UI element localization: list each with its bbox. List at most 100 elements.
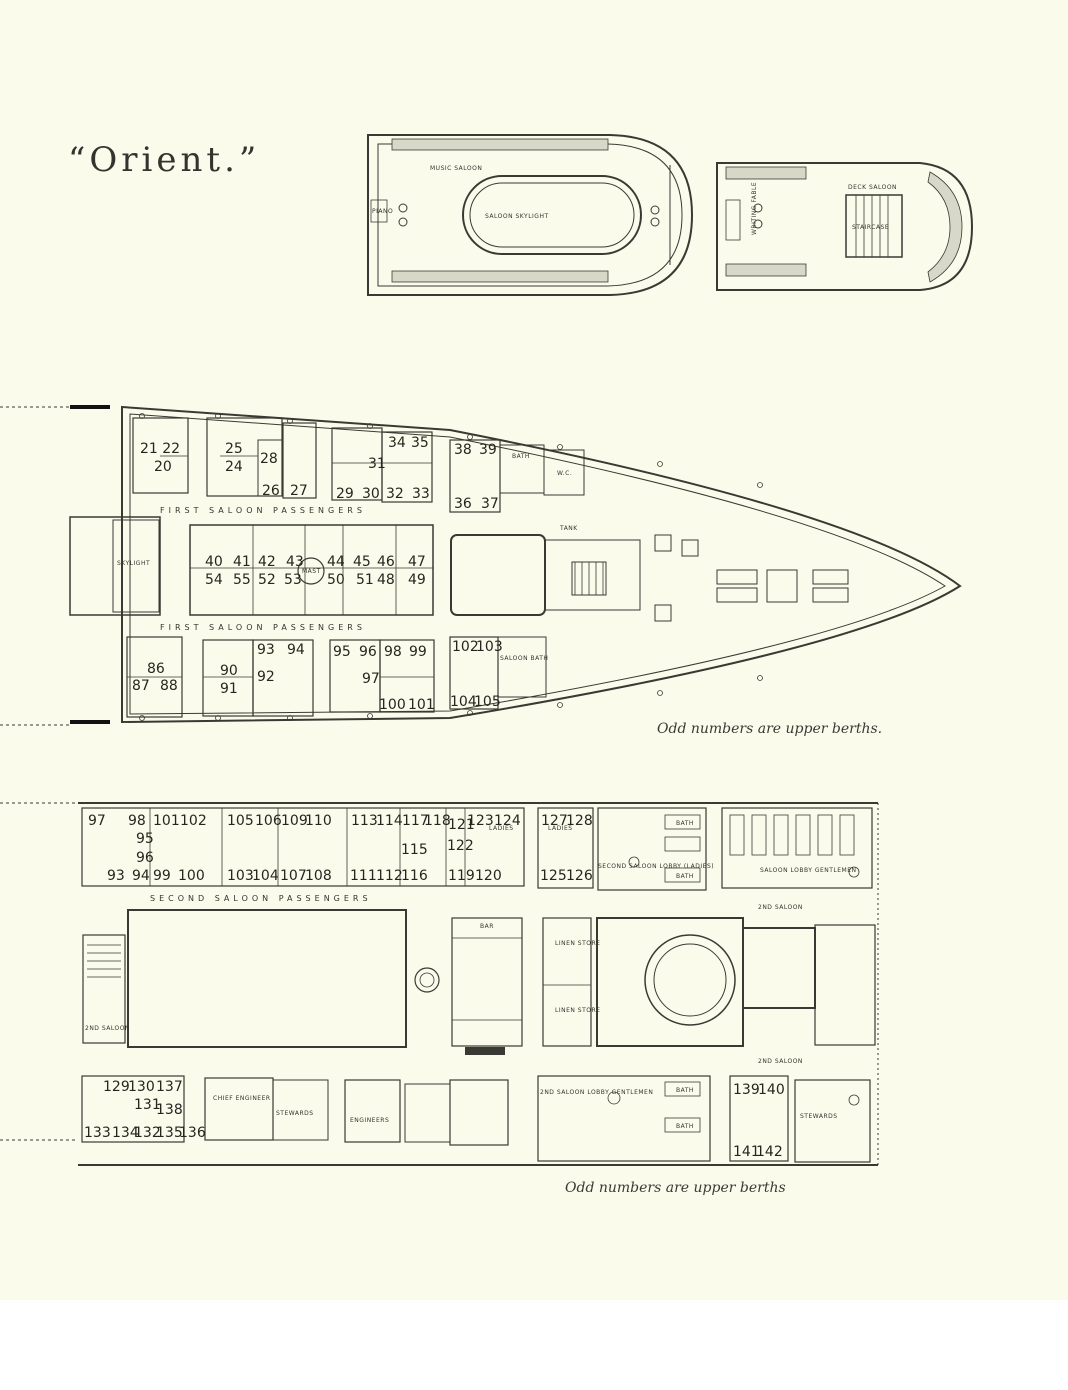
cabin-number: 137 — [156, 1079, 183, 1095]
saloon-skylight-label: SALOON SKYLIGHT — [485, 213, 549, 220]
cabin-number: 103 — [227, 868, 254, 884]
staircase-label: STAIRCASE — [852, 224, 889, 231]
page-title: “Orient.” — [68, 140, 261, 180]
linen-store-label-1: LINEN STORE — [555, 940, 600, 947]
deck-saloon-plan: DECK SALOON STAIRCASE WRITING FABLE — [716, 162, 974, 291]
upper-berth-note-second: Odd numbers are upper berths — [565, 1180, 786, 1196]
bath-label-4: BATH — [676, 873, 694, 880]
cabin-number: 102 — [180, 813, 207, 829]
cabin-number: 21 22 — [140, 441, 180, 457]
second-saloon-label-bottom: 2ND SALOON — [758, 1058, 803, 1065]
ladies-label-2: LADIES — [548, 825, 573, 832]
cabin-number: 138 — [156, 1102, 183, 1118]
cabin-number: 104 — [450, 694, 477, 710]
cabin-number: 94 — [287, 642, 305, 658]
cabin-number: 87 — [132, 678, 150, 694]
cabin-number: 136 — [179, 1125, 206, 1141]
linen-store-label-2: LINEN STORE — [555, 1007, 600, 1014]
bath-label-2: BATH — [676, 1123, 694, 1130]
bar-label: BAR — [480, 923, 494, 930]
cabin-number: 93 — [107, 868, 125, 884]
bath-label-1: BATH — [676, 1087, 694, 1094]
cabin-number: 49 — [408, 572, 426, 588]
footer-band — [0, 1300, 1068, 1390]
cabin-number: 45 — [353, 554, 371, 570]
cabin-number: 20 — [154, 459, 172, 475]
first-saloon-deck-plan: FIRST SALOON PASSENGERS FIRST SALOON PAS… — [0, 405, 962, 726]
first-saloon-portholes — [139, 413, 763, 721]
cabin-number: 141 — [733, 1144, 760, 1160]
cabin-number: 53 — [284, 572, 302, 588]
cabin-number: 86 — [147, 661, 165, 677]
cabin-number: 25 — [225, 441, 243, 457]
cabin-number: 117 — [402, 813, 429, 829]
cabin-number: 99 — [409, 644, 427, 660]
first-saloon-stairs — [571, 561, 607, 596]
second-saloon-stairs-left — [87, 944, 121, 978]
cabin-number: 135 — [156, 1125, 183, 1141]
cabin-number: 30 — [362, 486, 380, 502]
writing-fable-label: WRITING FABLE — [751, 182, 758, 235]
first-saloon-label-top: FIRST SALOON PASSENGERS — [160, 506, 366, 515]
cabin-number: 39 — [479, 442, 497, 458]
bath-label: BATH — [512, 453, 530, 460]
cabin-number: 33 — [412, 486, 430, 502]
skylight-label: SKYLIGHT — [117, 560, 150, 567]
cabin-number: 133 — [84, 1125, 111, 1141]
cabin-number: 126 — [566, 868, 593, 884]
cabin-number: 131 — [134, 1097, 161, 1113]
cabin-number: 27 — [290, 483, 308, 499]
cabin-number: 40 — [205, 554, 223, 570]
cabin-number: 120 — [475, 868, 502, 884]
cabin-number: 42 — [258, 554, 276, 570]
cabin-number: 95 — [333, 644, 351, 660]
cabin-number: 50 — [327, 572, 345, 588]
cabin-number: 109 — [281, 813, 308, 829]
second-saloon-bar-label: 2ND SALOON — [85, 1025, 130, 1032]
cabin-number: 105 — [474, 694, 501, 710]
cabin-number: 96 — [136, 850, 154, 866]
cabin-number: 129 — [103, 1079, 130, 1095]
cabin-number: 114 — [376, 813, 403, 829]
cabin-number: 122 — [447, 838, 474, 854]
tank-label: TANK — [559, 525, 578, 532]
ladies-label-1: LADIES — [489, 825, 514, 832]
cabin-number: 97 — [362, 671, 380, 687]
cabin-number: 101 — [408, 697, 435, 713]
cabin-number: 128 — [566, 813, 593, 829]
music-saloon-plan: PIANO MUSIC SALOON SALOON SKYLIGHT — [367, 134, 694, 296]
cabin-number: 105 — [227, 813, 254, 829]
cabin-number: 142 — [756, 1144, 783, 1160]
second-saloon-label-top: 2ND SALOON — [758, 904, 803, 911]
cabin-number: 96 — [359, 644, 377, 660]
cabin-number: 111 — [350, 868, 377, 884]
cabin-number: 112 — [376, 868, 403, 884]
cabin-number: 55 — [233, 572, 251, 588]
upper-berth-note-first: Odd numbers are upper berths. — [657, 721, 883, 737]
cabin-number: 130 — [128, 1079, 155, 1095]
cabin-number: 95 — [136, 831, 154, 847]
cabin-number: 108 — [305, 868, 332, 884]
cabin-number: 51 — [356, 572, 374, 588]
cabin-number: 99 — [153, 868, 171, 884]
cabin-number: 28 — [260, 451, 278, 467]
cabin-number: 93 — [257, 642, 275, 658]
stewards-label-2: STEWARDS — [800, 1113, 838, 1120]
cabin-number: 29 — [336, 486, 354, 502]
cabin-number: 100 — [178, 868, 205, 884]
cabin-number: 24 — [225, 459, 243, 475]
cabin-number: 44 — [327, 554, 345, 570]
cabin-number: 90 — [220, 663, 238, 679]
cabin-number: 113 — [351, 813, 378, 829]
mast-label: MAST — [302, 568, 321, 575]
cabin-number: 119 — [448, 868, 475, 884]
cabin-number: 47 — [408, 554, 426, 570]
cabin-number: 54 — [205, 572, 223, 588]
cabin-number: 46 — [377, 554, 395, 570]
first-saloon-label-bottom: FIRST SALOON PASSENGERS — [160, 623, 366, 632]
cabin-number: 43 — [286, 554, 304, 570]
cabin-number: 48 — [377, 572, 395, 588]
cabin-number: 41 — [233, 554, 251, 570]
cabin-number: 94 — [132, 868, 150, 884]
cabin-number: 98 — [128, 813, 146, 829]
